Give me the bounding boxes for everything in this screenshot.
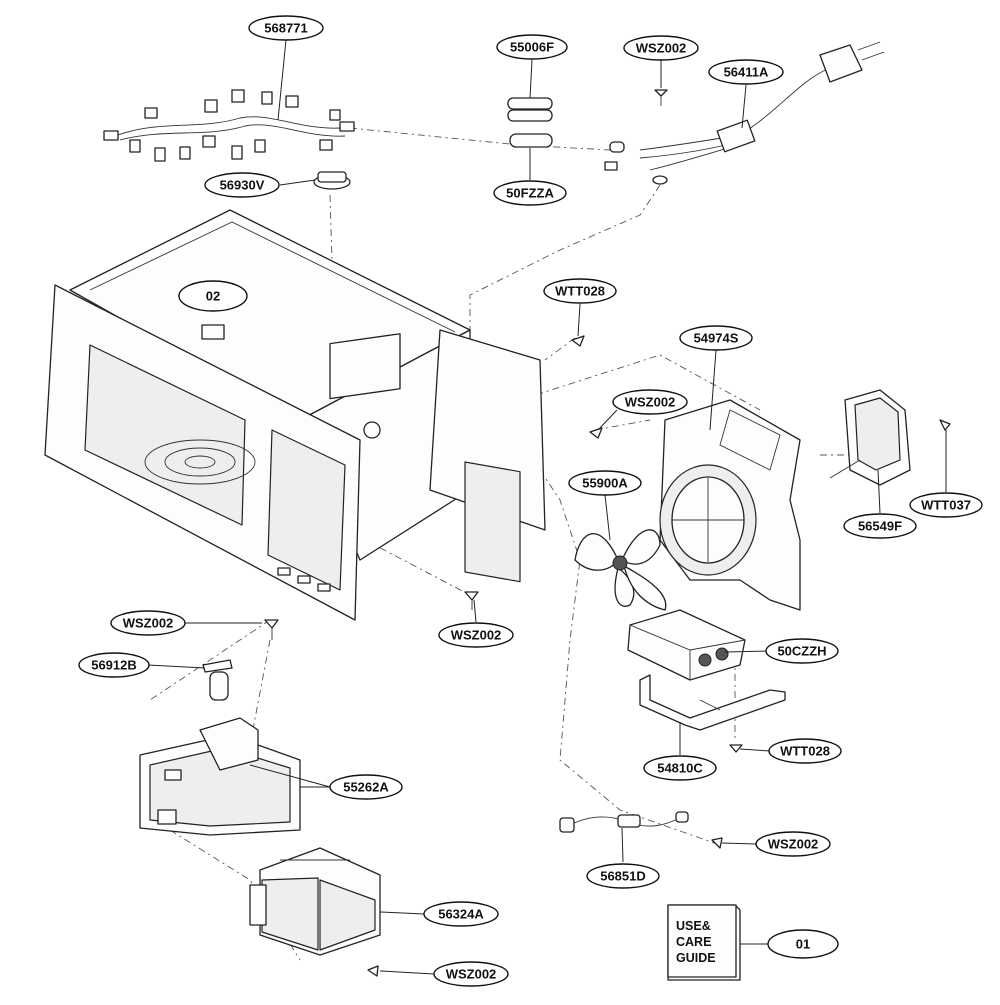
label-50FZZA: 50FZZA: [493, 180, 567, 206]
label-text: 55262A: [343, 780, 389, 795]
screw-part: [654, 89, 668, 106]
label-01: 01: [767, 929, 839, 959]
label-text: WSZ002: [636, 41, 687, 56]
label-54974S: 54974S: [679, 325, 753, 351]
label-54810C: 54810C: [643, 755, 717, 781]
label-text: WSZ002: [768, 837, 819, 852]
label-text: 50FZZA: [506, 186, 554, 201]
label-text: 55900A: [582, 476, 628, 491]
label-text: 56549F: [858, 519, 902, 534]
screw-part: [367, 965, 379, 977]
guide-line-3: GUIDE: [676, 951, 716, 965]
label-text: 56912B: [91, 658, 137, 673]
label-text: 56930V: [220, 178, 265, 193]
label-02: 02: [178, 280, 248, 312]
label-WSZ002-center: WSZ002: [438, 622, 514, 648]
label-55900A: 55900A: [568, 470, 642, 496]
label-text: WSZ002: [625, 395, 676, 410]
label-text: 50CZZH: [777, 644, 826, 659]
label-WTT037: WTT037: [909, 492, 983, 518]
part-labels: 568771 55006F 50FZZA WSZ002 56411A 56930…: [78, 15, 983, 987]
label-text: 01: [796, 937, 810, 952]
label-WTT028-bottom: WTT028: [768, 738, 842, 764]
power-cord-part: [604, 41, 885, 185]
screw-part: [264, 619, 279, 640]
fan-motor-part: [829, 389, 951, 486]
label-WSZ002-lower: WSZ002: [755, 831, 831, 857]
fan-blade-part: [574, 529, 667, 611]
magnetron-part: [249, 847, 381, 956]
label-text: 54974S: [694, 331, 739, 346]
label-50CZZH: 50CZZH: [765, 638, 839, 664]
label-text: 56324A: [438, 907, 484, 922]
oven-cavity-part: [44, 209, 546, 621]
label-text: WTT028: [780, 744, 830, 759]
diode-part: [202, 659, 233, 701]
capacitor-part: [627, 609, 746, 681]
wire-harness-part: [103, 89, 355, 162]
label-text: 56411A: [724, 65, 769, 80]
transformer-part: [139, 717, 301, 836]
label-text: 54810C: [657, 761, 703, 776]
label-text: 55006F: [510, 40, 554, 55]
thermostat-part: [313, 171, 351, 190]
label-text: WSZ002: [451, 628, 502, 643]
fan-duct-part: [659, 399, 801, 611]
label-WSZ002-mid: WSZ002: [612, 389, 688, 415]
fuse-parts: [507, 97, 553, 148]
guide-line-2: CARE: [676, 935, 711, 949]
label-text: 02: [206, 289, 220, 304]
thermal-wire-part: [559, 811, 689, 833]
label-56324A: 56324A: [423, 901, 499, 927]
screw-part: [711, 837, 723, 849]
label-56411A: 56411A: [708, 59, 784, 85]
label-56912B: 56912B: [78, 652, 150, 678]
label-WSZ002-left: WSZ002: [110, 610, 186, 636]
label-WSZ002-top: WSZ002: [623, 35, 699, 61]
label-55262A: 55262A: [329, 774, 403, 800]
leader-lines: [147, 39, 947, 975]
label-WTT028-top: WTT028: [543, 278, 617, 304]
label-text: 56851D: [600, 869, 646, 884]
screw-parts: [464, 335, 603, 610]
label-WSZ002-bottom: WSZ002: [433, 961, 509, 987]
capacitor-bracket-part: [639, 674, 786, 731]
label-568771: 568771: [248, 15, 324, 41]
label-text: WTT028: [555, 284, 605, 299]
label-text: WSZ002: [123, 616, 174, 631]
label-text: WSZ002: [446, 967, 497, 982]
guide-line-1: USE&: [676, 919, 711, 933]
label-text: WTT037: [921, 498, 971, 513]
label-55006F: 55006F: [496, 34, 568, 60]
label-text: 568771: [264, 21, 307, 36]
screw-part: [729, 744, 743, 753]
label-56851D: 56851D: [586, 863, 660, 889]
label-56930V: 56930V: [204, 172, 280, 198]
label-56549F: 56549F: [843, 513, 917, 539]
guide-book-part: USE& CARE GUIDE: [667, 904, 741, 981]
